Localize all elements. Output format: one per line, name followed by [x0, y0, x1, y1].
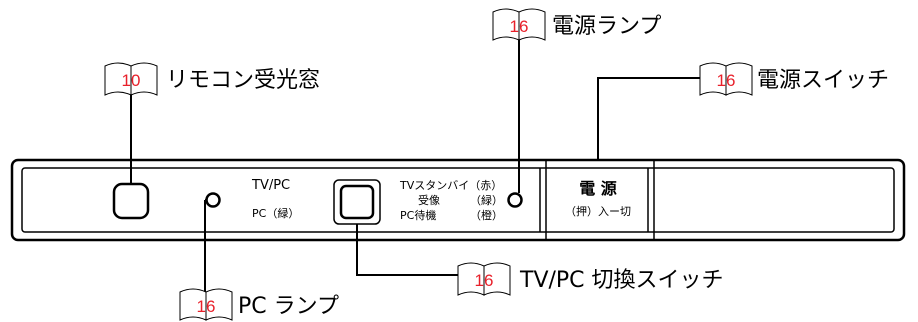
- book-icon: [699, 62, 753, 96]
- tvpc-label: TV/PC: [251, 178, 290, 193]
- book-icon: [179, 288, 233, 321]
- power-switch-sub: （押）入ー切: [565, 204, 631, 218]
- label-tvpc-switch: TV/PC 切換スイッチ: [519, 268, 724, 293]
- status-line-1: TVスタンバイ（赤）: [399, 179, 502, 192]
- label-pc-lamp: PC ランプ: [238, 294, 339, 319]
- pc-green-label: PC（緑）: [252, 206, 299, 220]
- power-lamp: [507, 192, 523, 208]
- label-power-switch: 電源スイッチ: [757, 68, 889, 93]
- book-icon: [492, 8, 546, 41]
- status-line-2-right: （緑）: [470, 193, 503, 207]
- status-line-2-left: 受像: [418, 194, 440, 207]
- book-icon: [457, 262, 511, 296]
- page-ref-power-switch: 16: [717, 71, 736, 90]
- book-icon: [104, 62, 158, 96]
- remote-sensor-window: [112, 182, 150, 220]
- page-ref-power-lamp: 16: [510, 17, 529, 36]
- status-line-3-left: PC待機: [400, 208, 436, 222]
- page-ref-pc-lamp: 16: [197, 297, 216, 316]
- tvpc-switch-button[interactable]: [339, 184, 375, 220]
- page-ref-tvpc-switch: 16: [475, 271, 494, 290]
- device-front-panel: [10, 158, 906, 242]
- page-ref-remote-sensor: 10: [122, 71, 141, 90]
- label-remote-sensor: リモコン受光窓: [166, 68, 320, 93]
- pc-lamp: [205, 192, 221, 208]
- label-power-lamp: 電源ランプ: [552, 14, 661, 39]
- power-switch-title: 電 源: [579, 179, 617, 198]
- leader-lines: [130, 40, 700, 295]
- status-line-3-right: （橙）: [470, 208, 503, 222]
